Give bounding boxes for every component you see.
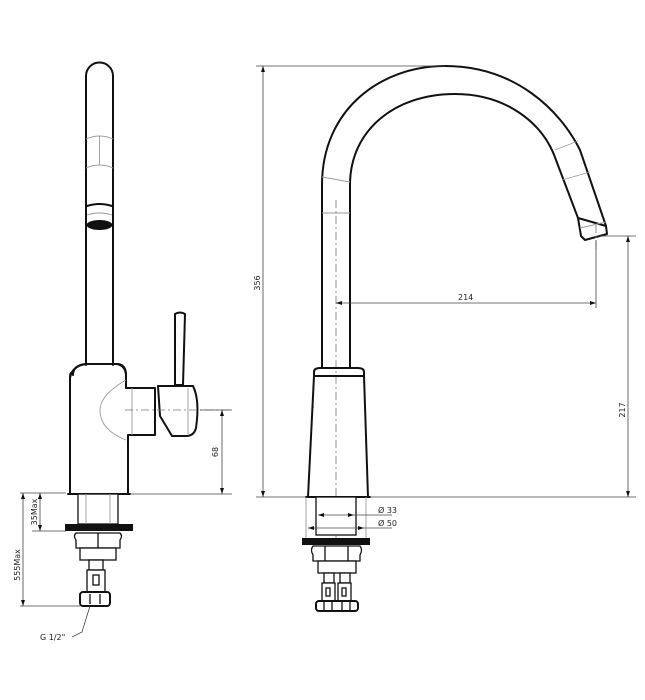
dim-68-label: 68	[211, 447, 220, 457]
dim-d50-label: Ø 50	[378, 518, 397, 528]
dim-35max-label: 35Max	[30, 498, 39, 525]
thread-label: G 1/2"	[40, 633, 65, 642]
side-view: G 1/2" 68 35Max 555Max	[13, 61, 232, 642]
front-view: Ø 33 Ø 50 356 214	[253, 65, 636, 612]
dim-214-label: 214	[458, 293, 473, 302]
aerator-icon	[86, 220, 113, 230]
dim-d33-label: Ø 33	[378, 505, 397, 515]
side-handle	[157, 385, 199, 437]
side-body	[69, 363, 156, 495]
front-connector	[315, 600, 359, 612]
side-washer	[65, 524, 133, 531]
side-connector	[79, 591, 111, 607]
front-spout-inner	[349, 93, 579, 369]
dim-217-label: 217	[618, 402, 627, 417]
dim-356-label: 356	[253, 275, 262, 290]
side-lever	[174, 311, 186, 386]
dim-555max-label: 555Max	[13, 549, 22, 581]
front-washer	[302, 538, 370, 545]
side-spout-tube	[85, 61, 114, 366]
front-spout-outer	[321, 65, 607, 369]
front-body	[307, 375, 369, 498]
